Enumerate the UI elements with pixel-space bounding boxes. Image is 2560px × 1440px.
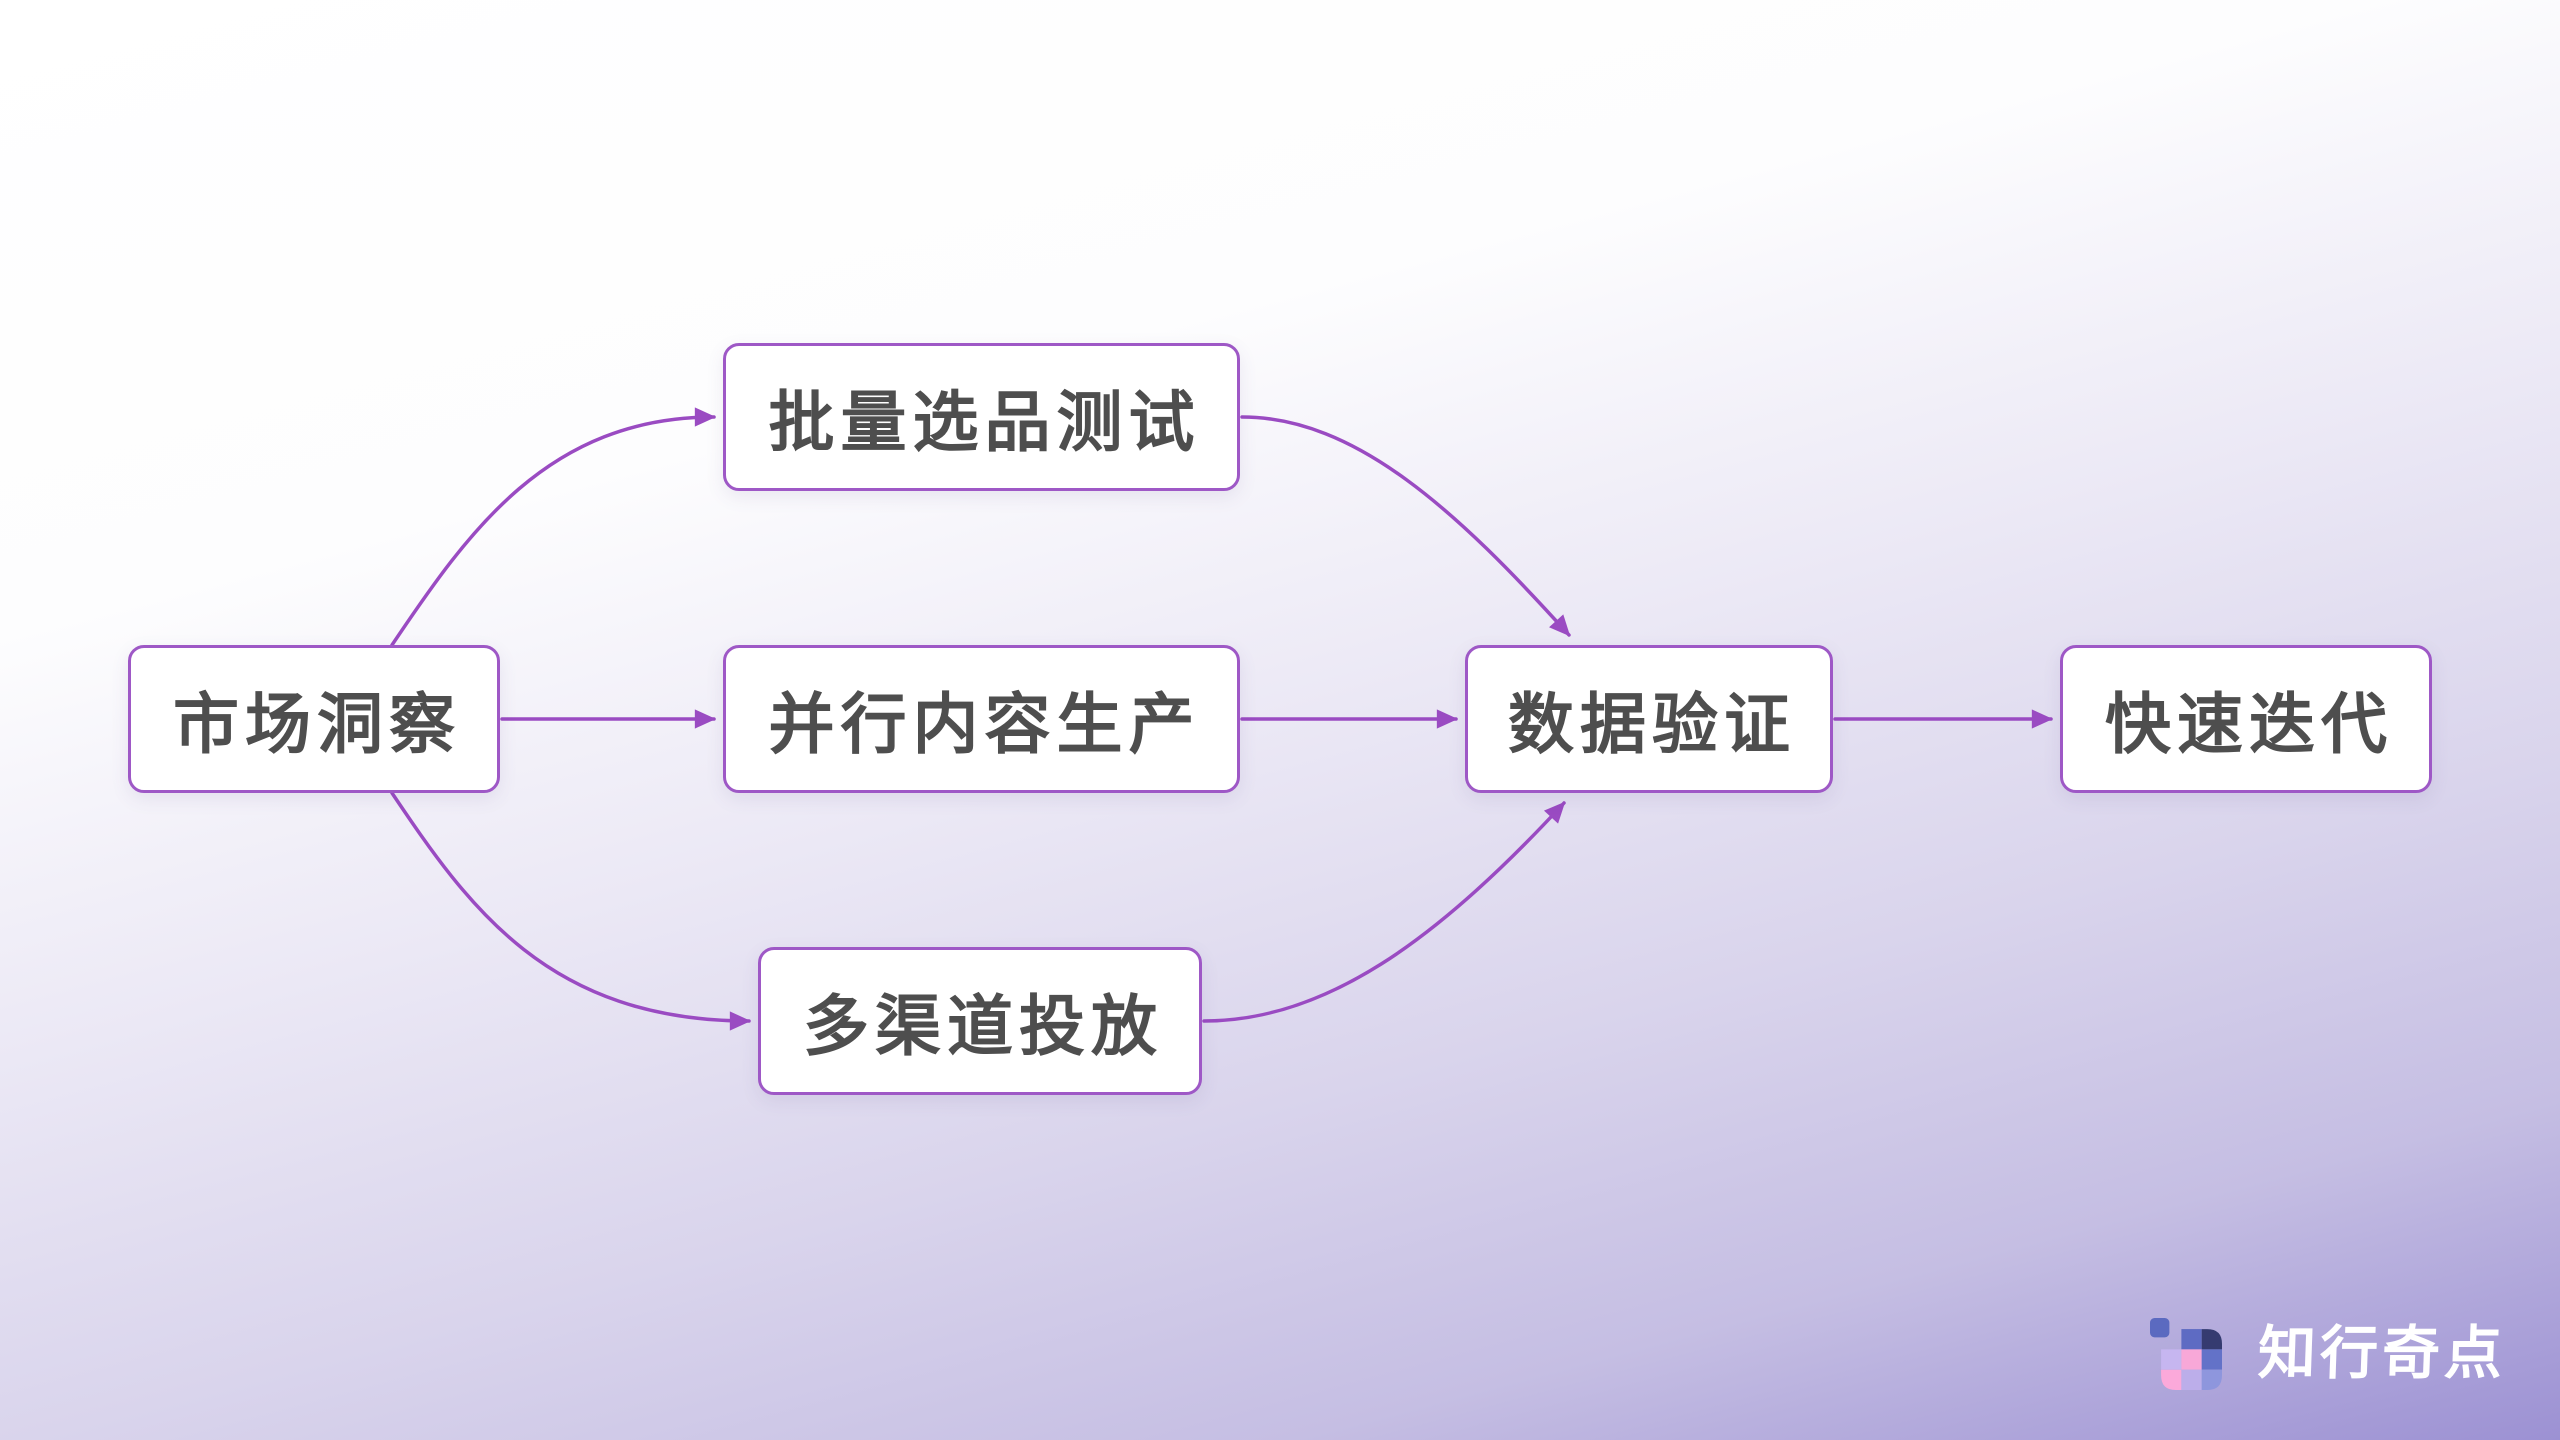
connector-channel-to-validation [1202, 801, 1566, 1023]
flow-node-parallel-content-production: 并行内容生产 [723, 645, 1240, 793]
flow-node-batch-product-testing: 批量选品测试 [723, 343, 1240, 491]
flow-node-market-insight: 市场洞察 [128, 645, 500, 793]
brand-logo-icon [2149, 1318, 2222, 1390]
flow-node-data-validation: 数据验证 [1465, 645, 1833, 793]
connector-batch-to-validation [1240, 415, 1571, 637]
connector-market-to-channel [390, 791, 751, 1031]
flow-node-rapid-iteration: 快速迭代 [2060, 645, 2432, 793]
flow-node-multi-channel-distribution: 多渠道投放 [758, 947, 1202, 1095]
connector-market-to-batch [390, 407, 716, 647]
brand-logo-text: 知行奇点 [2256, 1321, 2508, 1386]
brand-logo: 知行奇点 [2149, 1318, 2508, 1390]
